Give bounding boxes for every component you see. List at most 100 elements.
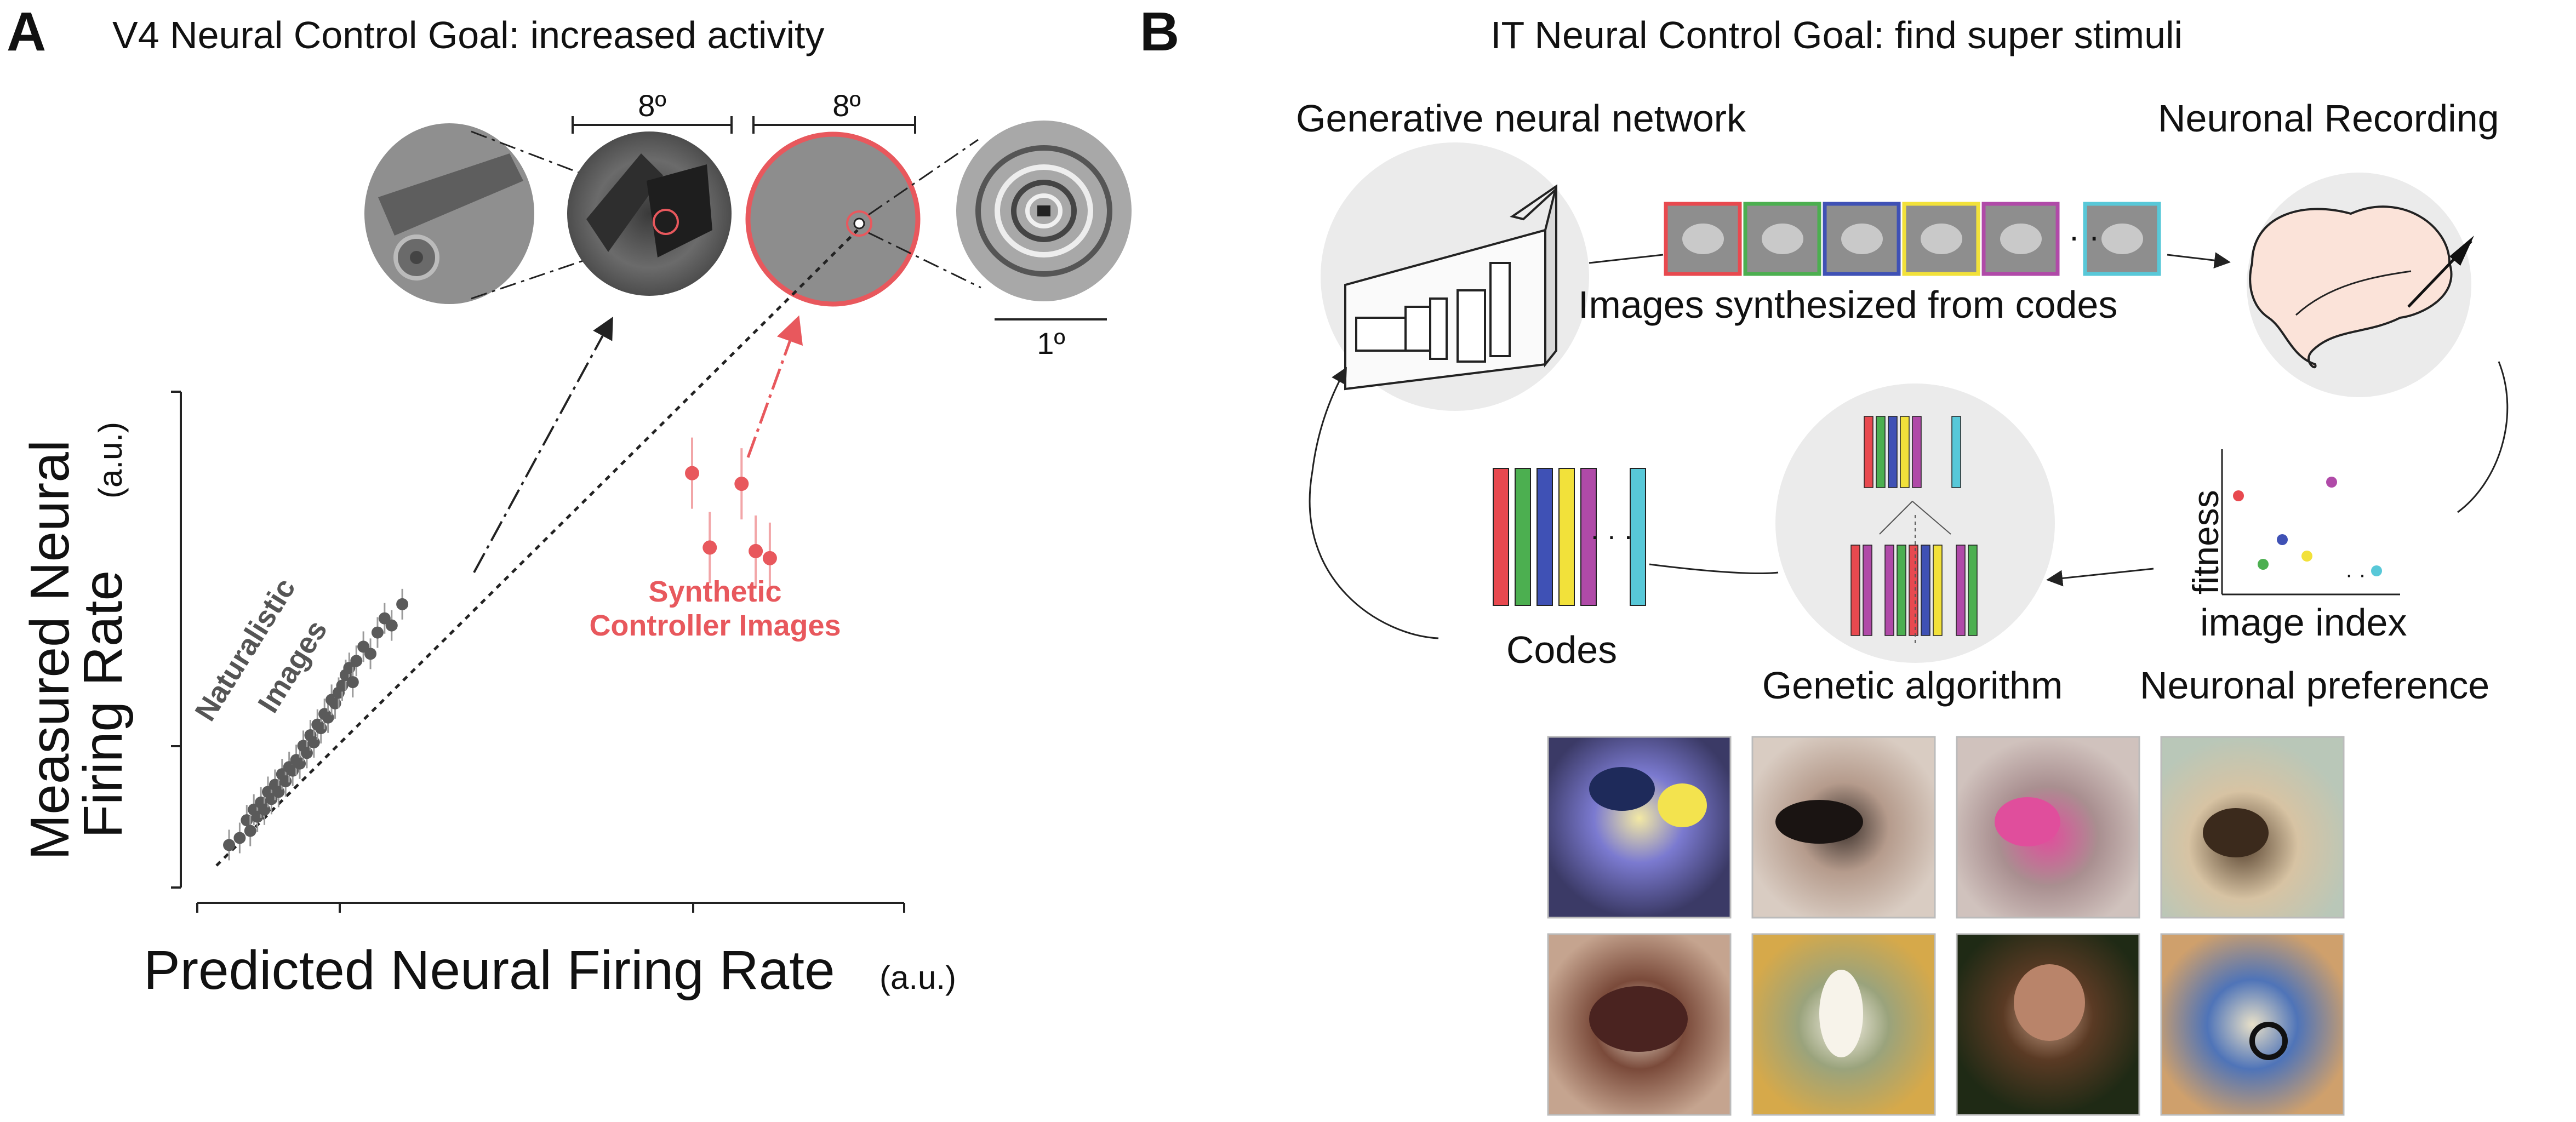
synthesized-image-thumb <box>1902 202 1980 276</box>
synthesized-image-blob <box>2101 224 2143 254</box>
synthesized-image-blob <box>1682 224 1724 254</box>
synthesized-image-blob <box>1762 224 1803 254</box>
flow-curve <box>1309 367 1439 639</box>
y-axis-label-line1: Measured Neural <box>19 440 81 860</box>
flow-line <box>1589 254 1664 264</box>
code-bar <box>1493 468 1509 606</box>
fitness-axis-label: fitness <box>2185 490 2226 594</box>
evolved-image <box>1547 736 1732 919</box>
scale-bar-right <box>752 116 916 134</box>
codes-bars <box>1493 468 1646 606</box>
synthesized-image-blob <box>1921 224 1962 254</box>
scale-label-right: 8º <box>832 88 861 123</box>
synthetic-points <box>685 437 777 594</box>
crossover-lines <box>1879 501 1951 644</box>
naturalistic-image-disc <box>567 131 732 296</box>
mini-code-bar <box>1884 545 1894 636</box>
codes-ellipsis: · · · <box>1590 520 1633 551</box>
y-axis-unit: (a.u.) <box>92 422 129 499</box>
mini-code-bar <box>1933 545 1943 636</box>
x-axis <box>196 902 905 913</box>
synthesized-image-blob <box>1841 224 1883 254</box>
zoom-connector-line <box>868 232 981 289</box>
electrode-icon <box>2407 236 2474 308</box>
synthetic-point <box>762 551 777 565</box>
x-axis-label: Predicted Neural Firing Rate <box>144 940 835 1001</box>
synthetic-point <box>734 477 749 491</box>
mini-code-bar <box>1850 545 1860 636</box>
naturalistic-point <box>346 676 359 689</box>
panel-a-title: V4 Neural Control Goal: increased activi… <box>112 14 824 56</box>
mini-code-bar <box>1888 416 1898 488</box>
code-bar <box>1515 468 1531 606</box>
code-bar <box>1537 468 1553 606</box>
mini-code-bar <box>1968 545 1978 636</box>
y-axis <box>171 391 182 889</box>
mini-code-bar <box>1921 545 1930 636</box>
mini-code-bar <box>1912 416 1922 488</box>
naturalistic-point <box>364 648 377 660</box>
naturalistic-point <box>233 832 246 844</box>
synthetic-point <box>685 466 699 480</box>
panel-a-letter: A <box>7 1 46 62</box>
naturalistic-arrow <box>473 316 613 573</box>
genetic-algorithm-label: Genetic algorithm <box>1762 664 2063 707</box>
evolved-images-grid <box>1547 736 2345 1116</box>
zoom-connector-line <box>868 139 979 216</box>
synthesized-image-blob <box>2000 224 2042 254</box>
panel-b-title: IT Neural Control Goal: find super stimu… <box>1490 14 2183 56</box>
strip-ellipsis: · · <box>2069 218 2100 255</box>
scale-label-zoom: 1º <box>1037 326 1065 360</box>
neuronal-recording-label: Neuronal Recording <box>2158 97 2499 140</box>
flow-curve <box>1649 563 1779 574</box>
y-axis-label-line2: Firing Rate <box>72 570 134 838</box>
code-bar <box>1558 468 1575 606</box>
panel-b-letter: B <box>1140 1 1179 62</box>
flow-curve <box>2457 361 2509 513</box>
mini-code-bar <box>1897 545 1906 636</box>
mini-code-bar <box>1909 545 1918 636</box>
mini-code-bar <box>1900 416 1910 488</box>
naturalistic-point <box>223 839 236 851</box>
naturalistic-point <box>350 655 363 667</box>
code-bar <box>1630 468 1646 606</box>
mini-code-bar <box>1864 416 1874 488</box>
parent-codes <box>1864 416 1961 488</box>
svg-text:· ·: · · <box>2345 563 2366 587</box>
naturalistic-points <box>223 588 409 861</box>
generator-network-icon <box>1344 184 1557 391</box>
flow-arrow <box>2167 252 2231 269</box>
code-bar <box>1580 468 1597 606</box>
neuronal-preference-label: Neuronal preference <box>2140 664 2489 707</box>
image-index-axis-label: image index <box>2200 601 2407 644</box>
brain-icon <box>2249 205 2453 369</box>
synthetic-zoom-image <box>956 121 1132 301</box>
x-axis-unit: (a.u.) <box>879 959 956 996</box>
codes-label: Codes <box>1506 628 1617 671</box>
naturalistic-point <box>371 626 384 639</box>
naturalistic-point <box>244 825 256 837</box>
synthetic-point <box>702 540 717 555</box>
flow-arrow <box>2046 568 2154 587</box>
synthetic-label-line1: Synthetic <box>648 575 781 608</box>
mini-code-bar <box>1863 545 1872 636</box>
mini-code-bar <box>1876 416 1886 488</box>
evolved-image <box>2160 933 2345 1116</box>
synthetic-point <box>749 543 763 558</box>
scale-label-left: 8º <box>638 88 666 123</box>
fitness-plot: · · <box>2221 449 2400 596</box>
offspring-codes <box>1850 545 1978 636</box>
synthesized-image-strip <box>1664 202 2161 276</box>
synthesized-image-thumb <box>1664 202 1742 276</box>
mini-code-bar <box>1956 545 1966 636</box>
synthesized-label: Images synthesized from codes <box>1578 283 2117 326</box>
naturalistic-point <box>385 619 398 632</box>
identity-line <box>215 229 859 867</box>
generative-network-label: Generative neural network <box>1296 97 1746 140</box>
synthetic-arrow <box>746 315 803 458</box>
naturalistic-point <box>396 598 409 610</box>
synthetic-image-disc <box>745 131 921 307</box>
synthetic-label-line2: Controller Images <box>589 609 841 642</box>
